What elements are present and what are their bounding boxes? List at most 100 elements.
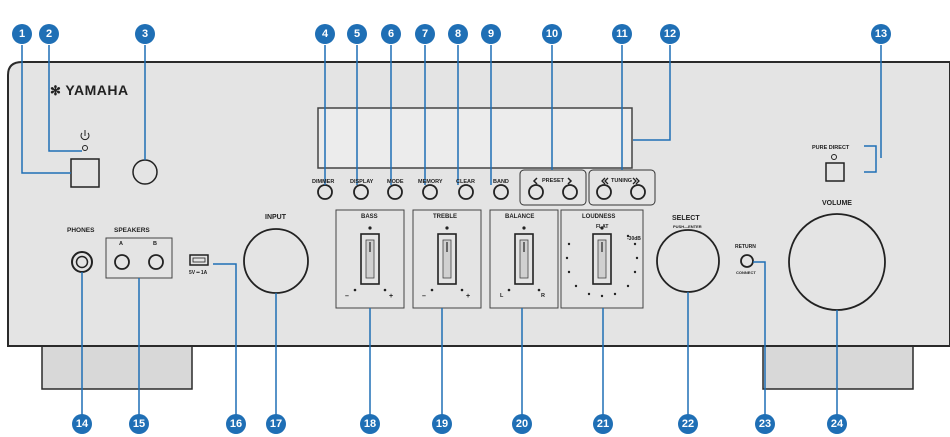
callout-14: 14: [72, 414, 92, 434]
left-foot: [41, 344, 193, 390]
select-knob[interactable]: [656, 229, 720, 293]
callout-10: 10: [542, 24, 562, 44]
bass-min-dot: [353, 288, 357, 292]
front-panel: [7, 61, 950, 347]
phones-jack-inner: [75, 255, 89, 269]
loudness-scale-dot: [587, 292, 591, 296]
mode-label: MODE: [387, 179, 404, 185]
memory-label: MEMORY: [418, 179, 443, 185]
mode-button[interactable]: [387, 184, 403, 200]
preset-group-outline: [519, 169, 587, 206]
push-enter-label: PUSH—ENTER: [673, 224, 702, 229]
loudness-flat-label: FLAT: [596, 224, 609, 230]
select-label: SELECT: [672, 215, 700, 222]
treble-slider-groove: [442, 239, 452, 279]
bass-plus-label: +: [389, 293, 394, 300]
input-knob[interactable]: [243, 228, 309, 294]
loudness-scale-dot: [633, 242, 637, 246]
tuning-up-button[interactable]: [630, 184, 646, 200]
clear-button[interactable]: [458, 184, 474, 200]
treble-plus-label: +: [466, 293, 471, 300]
balance-slider-groove: [519, 239, 529, 279]
callout-21: 21: [593, 414, 613, 434]
callout-22: 22: [678, 414, 698, 434]
bass-label: BASS: [361, 214, 378, 220]
callout-13: 13: [871, 24, 891, 44]
return-button[interactable]: [740, 254, 754, 268]
loudness-scale-dot: [600, 294, 604, 298]
speakers-a-label: A: [119, 241, 123, 247]
usb-port-inner: [192, 257, 206, 263]
treble-max-dot: [460, 288, 464, 292]
callout-17: 17: [266, 414, 286, 434]
loudness-scale-dot: [635, 256, 639, 260]
loudness-center-dot: [600, 226, 604, 230]
balance-label: BALANCE: [505, 214, 535, 220]
band-button[interactable]: [493, 184, 509, 200]
treble-bay: [412, 209, 482, 309]
volume-knob[interactable]: [788, 213, 886, 311]
callout-1: 1: [12, 24, 32, 44]
loudness-scale-dot: [567, 270, 571, 274]
bass-slider-groove: [365, 239, 375, 279]
band-label: BAND: [493, 179, 509, 185]
bass-max-dot: [383, 288, 387, 292]
balance-left-label: L: [500, 293, 504, 299]
callout-20: 20: [512, 414, 532, 434]
input-label: INPUT: [265, 214, 286, 221]
loudness-bay: [560, 209, 644, 309]
loudness-slider-groove: [597, 239, 607, 279]
volume-label: VOLUME: [822, 200, 852, 207]
callout-4: 4: [315, 24, 335, 44]
tone-sliders: [353, 226, 639, 298]
display-button[interactable]: [353, 184, 369, 200]
speakers-b-button[interactable]: [148, 254, 164, 270]
callout-24: 24: [827, 414, 847, 434]
loudness-scale-dot: [574, 284, 578, 288]
callout-11: 11: [612, 24, 632, 44]
preset-arrow-icons: [532, 177, 573, 185]
tuning-fork-logo-icon: ✻: [50, 83, 62, 98]
preset-label: PRESET: [542, 178, 565, 184]
callout-15: 15: [129, 414, 149, 434]
callout-5: 5: [347, 24, 367, 44]
pure-direct-indicator: [831, 154, 837, 160]
loudness-label: LOUDNESS: [582, 214, 616, 220]
loudness-scale-dot: [613, 292, 617, 296]
power-symbol-icon: [80, 130, 90, 141]
callout-6: 6: [381, 24, 401, 44]
memory-button[interactable]: [422, 184, 438, 200]
callout-16: 16: [226, 414, 246, 434]
clear-label: CLEAR: [456, 179, 475, 185]
speakers-label: SPEAKERS: [114, 227, 150, 234]
bass-minus-label: –: [345, 293, 349, 300]
tuning-down-button[interactable]: [596, 184, 612, 200]
callout-12: 12: [660, 24, 680, 44]
loudness-scale-dot: [626, 284, 630, 288]
balance-max-dot: [537, 288, 541, 292]
leader-lines: [21, 45, 882, 418]
preset-up-button[interactable]: [562, 184, 578, 200]
tuning-label: TUNING: [611, 178, 633, 184]
dimmer-button[interactable]: [317, 184, 333, 200]
preset-down-button[interactable]: [528, 184, 544, 200]
loudness-scale-dot: [633, 270, 637, 274]
connect-label: CONNECT: [736, 270, 756, 275]
power-switch[interactable]: [70, 158, 100, 188]
remote-control-sensor: [132, 159, 158, 185]
loudness-scale-dot: [565, 256, 569, 260]
balance-right-label: R: [541, 293, 545, 299]
usb-rating-label: 5V ━ 1A: [189, 270, 208, 276]
balance-bay: [489, 209, 559, 309]
loudness-scale-dot: [626, 234, 630, 238]
callout-18: 18: [360, 414, 380, 434]
treble-label: TREBLE: [433, 214, 457, 220]
display-window: [317, 107, 633, 169]
speakers-a-button[interactable]: [114, 254, 130, 270]
pure-direct-button[interactable]: [825, 162, 845, 182]
balance-center-dot: [522, 226, 526, 230]
callout-7: 7: [415, 24, 435, 44]
pure-direct-label: PURE DIRECT: [812, 145, 850, 151]
callout-3: 3: [135, 24, 155, 44]
yamaha-logo: ✻YAMAHA: [50, 82, 129, 99]
